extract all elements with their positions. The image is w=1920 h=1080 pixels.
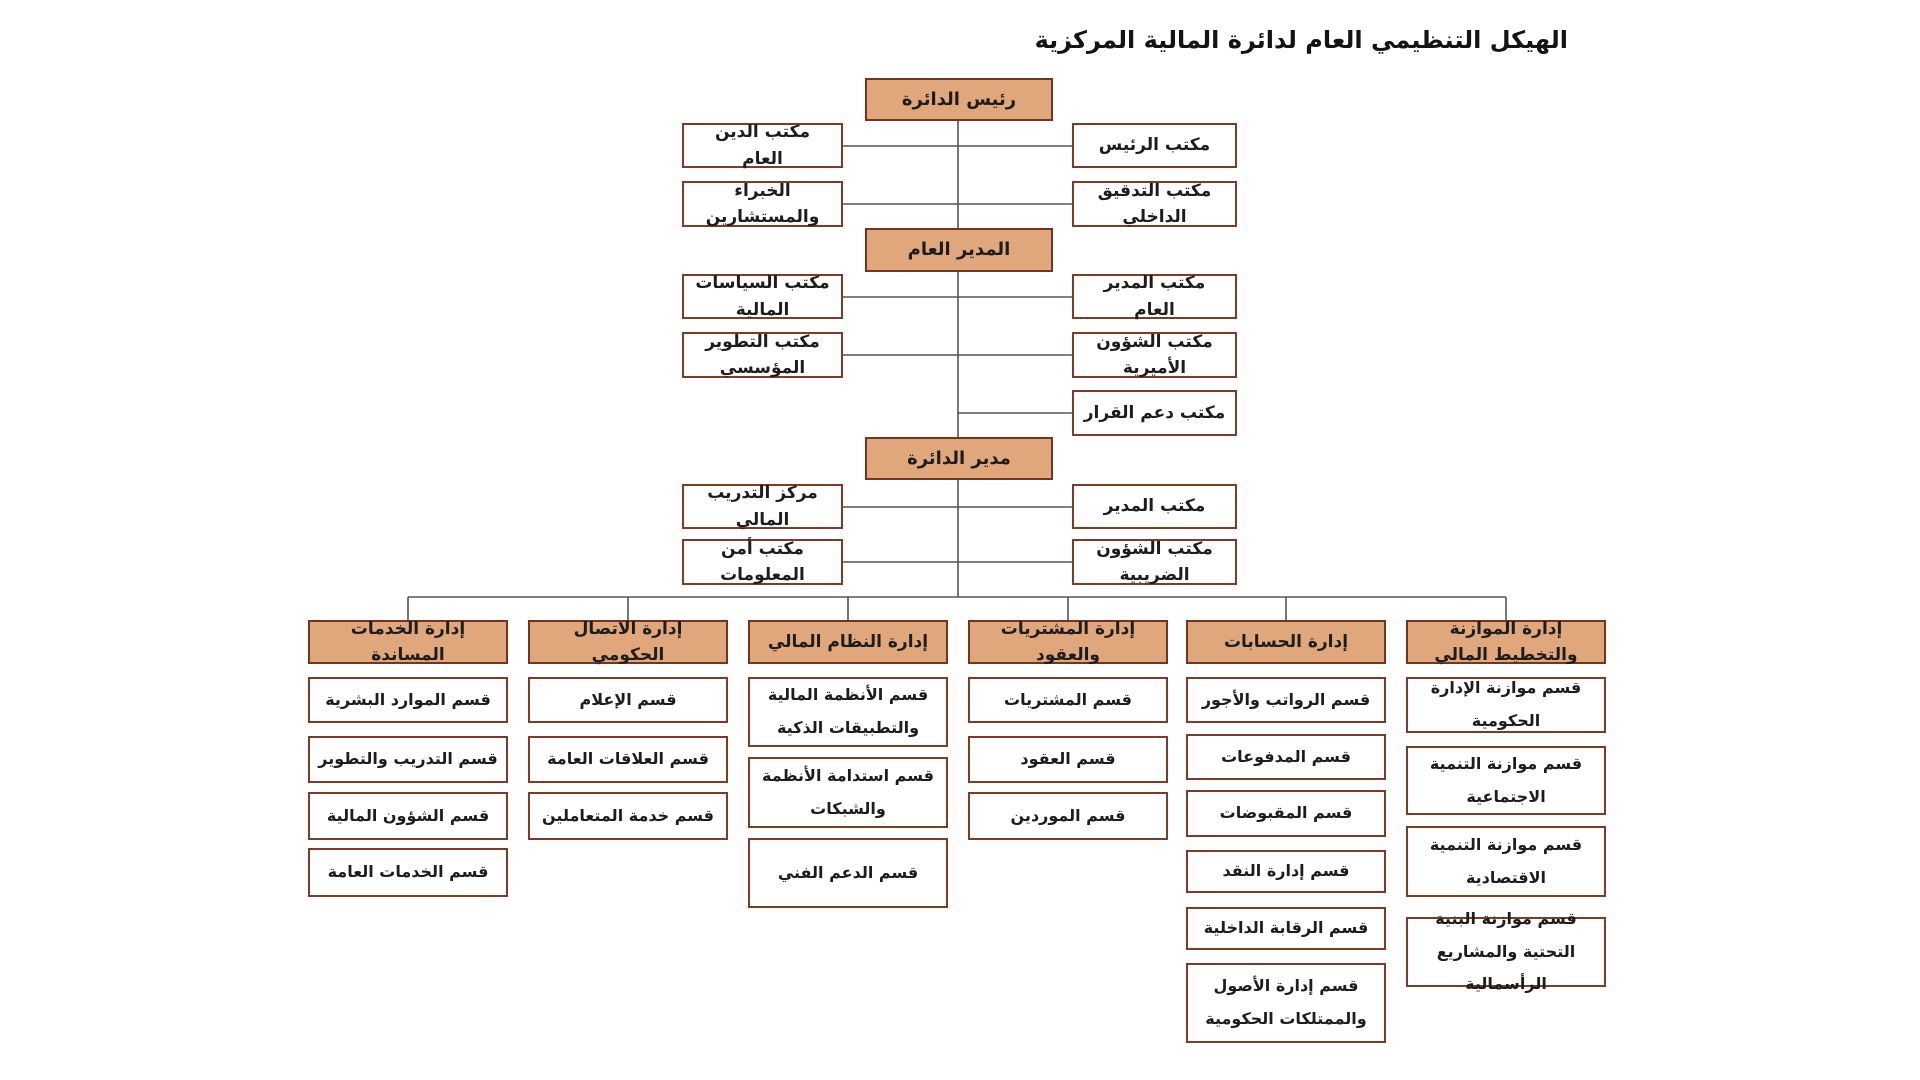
section-payments: قسم المدفوعات: [1186, 734, 1386, 780]
section-media: قسم الإعلام: [528, 677, 728, 723]
dept-procurement-contracts: إدارة المشتريات والعقود: [968, 619, 1168, 665]
section-social-development-budget: قسم موازنة التنمية الاجتماعية: [1406, 746, 1606, 815]
office-institutional-development: مكتب التطوير المؤسسي: [682, 332, 843, 378]
office-information-security: مكتب أمن المعلومات: [682, 539, 843, 585]
section-assets-government-property: قسم إدارة الأصول والممتلكات الحكومية: [1186, 963, 1386, 1043]
office-financial-training-center: مركز التدريب المالي: [682, 483, 843, 530]
section-cash-management: قسم إدارة النقد: [1186, 850, 1386, 893]
office-internal-audit: مكتب التدقيق الداخلي: [1072, 181, 1237, 227]
dept-support-services: إدارة الخدمات المساندة: [308, 619, 508, 665]
section-procurement: قسم المشتريات: [968, 677, 1168, 723]
node-general-manager: المدير العام: [865, 228, 1053, 272]
office-experts-advisors: الخبراء والمستشارين: [682, 181, 843, 227]
section-systems-networks-sustainability: قسم استدامة الأنظمة والشبكات: [748, 757, 948, 828]
section-government-admin-budget: قسم موازنة الإدارة الحكومية: [1406, 677, 1606, 733]
section-financial-affairs: قسم الشؤون المالية: [308, 792, 508, 840]
dept-budget-financial-planning: إدارة الموازنة والتخطيط المالي: [1406, 619, 1606, 665]
dept-financial-system: إدارة النظام المالي: [748, 620, 948, 664]
page-title: الهيكل التنظيمي العام لدائرة المالية الم…: [1034, 26, 1568, 54]
office-director-office: مكتب المدير: [1072, 484, 1237, 529]
office-tax-affairs: مكتب الشؤون الضريبية: [1072, 539, 1237, 585]
section-technical-support: قسم الدعم الفني: [748, 838, 948, 908]
section-public-relations: قسم العلاقات العامة: [528, 736, 728, 783]
section-training-development: قسم التدريب والتطوير: [308, 736, 508, 783]
office-amiri-affairs: مكتب الشؤون الأميرية: [1072, 332, 1237, 378]
section-salaries-wages: قسم الرواتب والأجور: [1186, 677, 1386, 723]
section-contracts: قسم العقود: [968, 736, 1168, 783]
section-customer-service: قسم خدمة المتعاملين: [528, 792, 728, 840]
section-human-resources: قسم الموارد البشرية: [308, 677, 508, 723]
office-financial-policies: مكتب السياسات المالية: [682, 273, 843, 320]
section-economic-development-budget: قسم موازنة التنمية الاقتصادية: [1406, 826, 1606, 897]
section-general-services: قسم الخدمات العامة: [308, 848, 508, 897]
section-internal-control: قسم الرقابة الداخلية: [1186, 907, 1386, 950]
office-decision-support: مكتب دعم القرار: [1072, 390, 1237, 436]
section-receipts: قسم المقبوضات: [1186, 790, 1386, 837]
office-gm-office: مكتب المدير العام: [1072, 273, 1237, 320]
section-suppliers: قسم الموردين: [968, 792, 1168, 840]
office-president-office: مكتب الرئيس: [1072, 123, 1237, 168]
dept-government-communication: إدارة الاتصال الحكومي: [528, 619, 728, 665]
section-financial-systems-smart-apps: قسم الأنظمة المالية والتطبيقات الذكية: [748, 677, 948, 747]
office-public-debt: مكتب الدين العام: [682, 122, 843, 169]
node-department-president: رئيس الدائرة: [865, 78, 1053, 121]
dept-accounts: إدارة الحسابات: [1186, 620, 1386, 664]
node-department-director: مدير الدائرة: [865, 437, 1053, 480]
section-infrastructure-capital-projects-budget: قسم موازنة البنية التحتية والمشاريع الرأ…: [1406, 909, 1606, 993]
